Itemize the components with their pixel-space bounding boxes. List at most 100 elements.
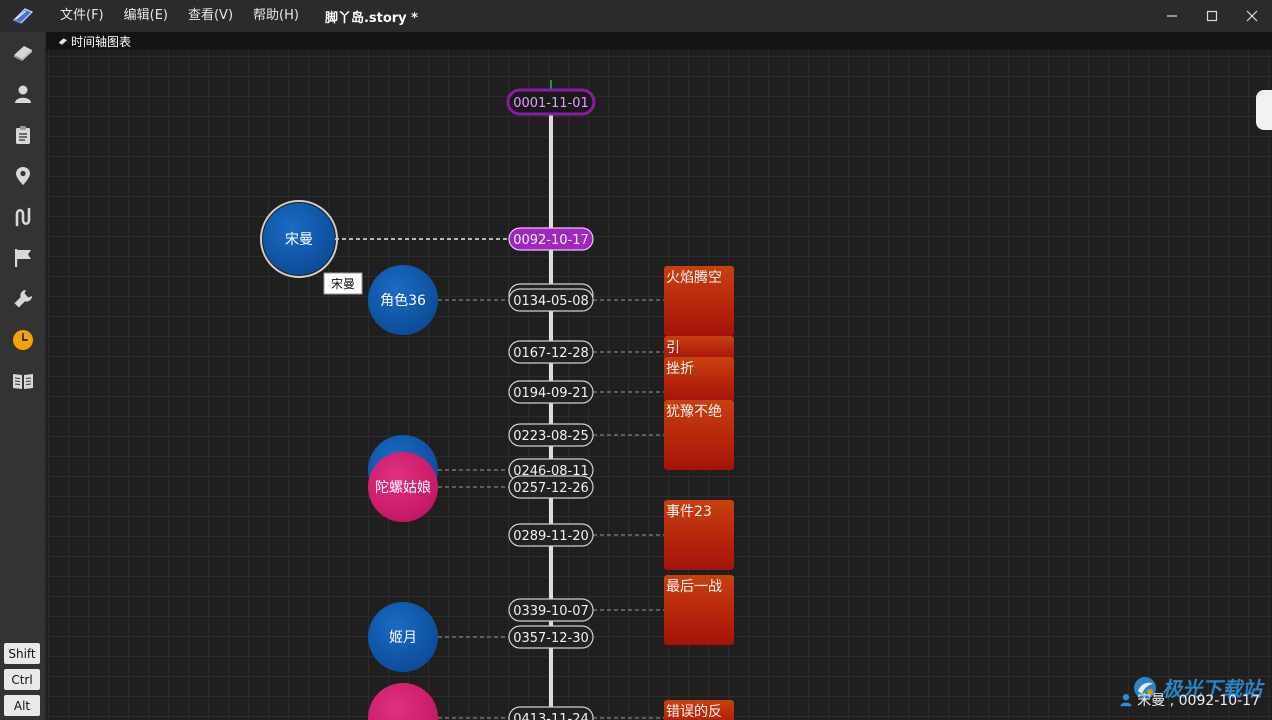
sidebar-item-locations[interactable] [0, 155, 46, 196]
open-book-icon [13, 373, 33, 389]
date-pill[interactable] [508, 625, 594, 649]
character-selection-ring [260, 200, 338, 278]
date-pill[interactable] [508, 340, 594, 364]
event-card[interactable] [664, 357, 734, 402]
date-pill[interactable] [508, 227, 594, 251]
book-icon [14, 45, 32, 61]
event-card[interactable] [664, 575, 734, 645]
sidebar-item-notes[interactable] [0, 114, 46, 155]
character-name: 宋曼 [285, 232, 313, 248]
character-node[interactable] [368, 265, 438, 335]
date-label: 0223-08-25 [513, 429, 589, 444]
sidebar-item-characters[interactable] [0, 73, 46, 114]
date-pill[interactable] [508, 288, 594, 312]
sidebar-item-events[interactable] [0, 237, 46, 278]
watermark-text: 极光下载站 [1162, 677, 1262, 701]
alt-key[interactable]: Alt [4, 695, 40, 716]
date-label: 0289-11-20 [513, 529, 589, 544]
date-label: 0134-05-08 [513, 294, 589, 309]
tooltip-text: 宋曼 [331, 276, 355, 291]
minimize-icon [1167, 15, 1177, 17]
date-label: 0357-12-30 [513, 631, 589, 646]
flag-icon [15, 248, 31, 267]
sidebar-item-timeline[interactable] [0, 319, 46, 360]
date-pill[interactable] [506, 88, 596, 116]
event-card[interactable] [664, 500, 734, 570]
ctrl-key[interactable]: Ctrl [4, 669, 40, 690]
date-label: 0413-11-24 [513, 712, 589, 720]
event-title: 引 [666, 340, 680, 356]
sidebar-item-routes[interactable] [0, 196, 46, 237]
scroll-handle[interactable] [1256, 90, 1272, 130]
character-node[interactable] [368, 452, 438, 522]
event-card[interactable] [664, 266, 734, 336]
character-name: 陀螺姑娘 [375, 480, 431, 496]
sidebar-item-book[interactable] [0, 32, 46, 73]
window-controls [1152, 0, 1272, 32]
date-pill[interactable] [508, 423, 594, 447]
date-pill[interactable] [508, 475, 594, 499]
date-pill[interactable] [508, 380, 594, 404]
date-label: 0194-09-21 [513, 386, 589, 401]
close-button[interactable] [1232, 0, 1272, 32]
event-card[interactable] [664, 700, 734, 720]
event-title: 错误的反 [666, 704, 722, 720]
wrench-icon [14, 289, 33, 307]
date-label: 0167-12-28 [513, 346, 589, 361]
status-text: 宋曼 , 0092-10-17 [1137, 693, 1260, 709]
date-pill[interactable] [508, 706, 594, 720]
app-logo-icon [0, 0, 46, 32]
close-icon [1246, 10, 1258, 22]
maximize-icon [1206, 10, 1218, 22]
event-title: 火焰腾空 [666, 269, 722, 286]
timeline-canvas[interactable]: 火焰腾空引挫折犹豫不绝事件23 最后一战错误的反 宋曼角色36 陀螺姑娘姬月 0001-… [46, 50, 1272, 720]
status-bar: 宋曼 , 0092-10-17 [1119, 690, 1260, 710]
location-pin-icon [16, 166, 30, 185]
character-name: 姬月 [389, 630, 417, 646]
menu-bar: 文件(F) 编辑(E) 查看(V) 帮助(H) [50, 0, 309, 32]
document-title: 脚丫岛.story * [324, 10, 418, 26]
route-icon [15, 207, 31, 226]
tooltip [323, 272, 363, 295]
menu-file[interactable]: 文件(F) [60, 8, 104, 23]
sidebar-item-tools[interactable] [0, 278, 46, 319]
tab-label: 时间轴图表 [71, 34, 132, 49]
sidebar-item-library[interactable] [0, 360, 46, 401]
date-label: 0257-12-26 [513, 481, 589, 496]
date-label: 0092-10-17 [513, 233, 589, 248]
clipboard-icon [16, 125, 30, 144]
character-node[interactable] [263, 203, 335, 275]
clock-icon [13, 329, 33, 350]
character-node[interactable] [368, 602, 438, 672]
tab-bar: 时间轴图表 [46, 32, 1272, 50]
event-title: 事件23 [666, 504, 712, 520]
event-card[interactable] [664, 400, 734, 470]
book-icon [58, 37, 68, 45]
maximize-button[interactable] [1192, 0, 1232, 32]
character-node[interactable] [368, 683, 438, 720]
tab-timeline-chart[interactable]: 时间轴图表 [58, 32, 131, 50]
date-label: 0339-10-07 [513, 604, 589, 619]
person-icon [15, 85, 31, 103]
date-label: 0246-08-11 [513, 464, 589, 479]
sidebar: Shift Ctrl Alt [0, 32, 46, 720]
date-label: 0001-11-01 [513, 96, 589, 111]
title-bar: 文件(F) 编辑(E) 查看(V) 帮助(H) 脚丫岛.story * [0, 0, 1272, 32]
minimize-button[interactable] [1152, 0, 1192, 32]
person-icon [1120, 694, 1132, 707]
event-title: 最后一战 [666, 579, 722, 595]
menu-edit[interactable]: 编辑(E) [123, 8, 168, 23]
event-title: 犹豫不绝 [666, 404, 722, 420]
date-pill[interactable] [508, 523, 594, 547]
menu-view[interactable]: 查看(V) [187, 8, 234, 23]
date-pill[interactable] [508, 598, 594, 622]
watermark-logo-icon [1134, 676, 1156, 699]
event-title: 挫折 [666, 361, 694, 377]
modifier-keys: Shift Ctrl Alt [4, 643, 40, 716]
event-card[interactable] [664, 336, 734, 360]
character-name: 角色36 [380, 292, 426, 309]
menu-help[interactable]: 帮助(H) [253, 8, 299, 23]
shift-key[interactable]: Shift [4, 643, 40, 664]
